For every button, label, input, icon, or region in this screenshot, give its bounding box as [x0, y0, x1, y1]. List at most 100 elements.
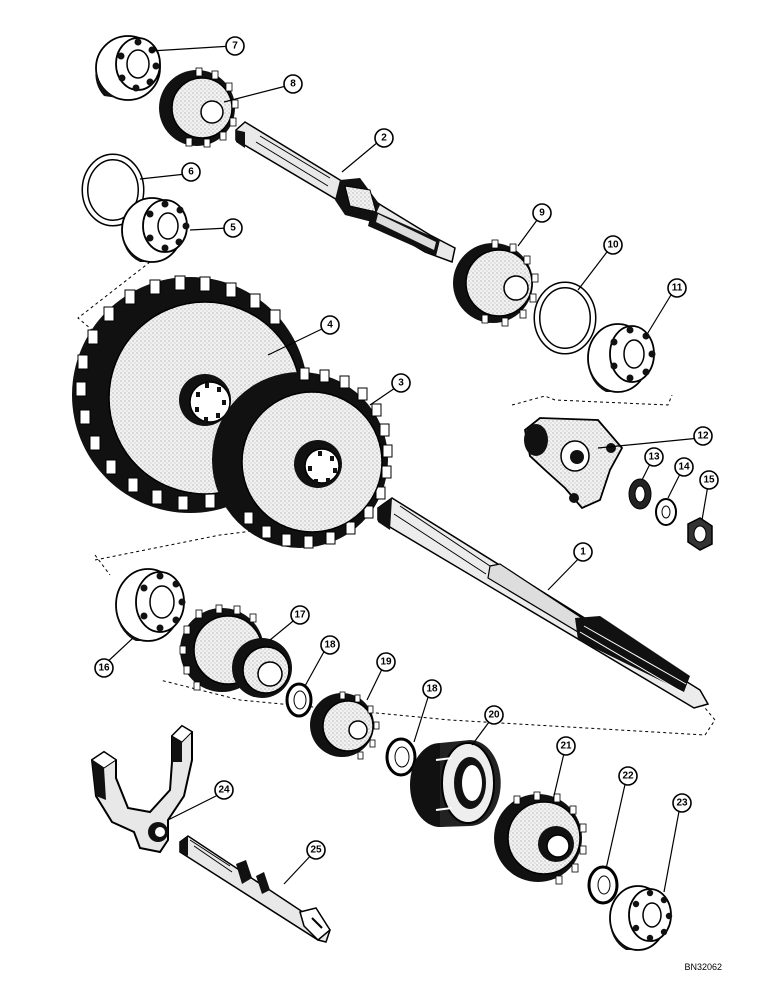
- callout-circle: [556, 736, 576, 756]
- callout-number: 15: [703, 475, 715, 486]
- callout-circle: [573, 542, 593, 562]
- drawing-code: BN32062: [684, 962, 722, 972]
- callout-5: 5: [223, 218, 243, 238]
- callout-circle: [618, 766, 638, 786]
- callout-8: 8: [283, 74, 303, 94]
- callout-13: 13: [644, 447, 664, 467]
- washer-part-22: [587, 865, 619, 905]
- callout-number: 23: [676, 798, 688, 809]
- shift-rail-part-25: [179, 835, 331, 943]
- callout-22: 22: [618, 766, 638, 786]
- callout-number: 13: [648, 452, 660, 463]
- shaft-part-1: [377, 497, 710, 709]
- callout-number: 7: [232, 41, 238, 52]
- callout-23: 23: [672, 793, 692, 813]
- callout-number: 9: [539, 208, 545, 219]
- callout-circle: [290, 605, 310, 625]
- callout-18: 18: [422, 679, 442, 699]
- bearing-part-23: [609, 885, 673, 951]
- callout-circle: [674, 457, 694, 477]
- bearing-part-16: [115, 568, 186, 642]
- shaft-part-2: [235, 121, 456, 264]
- callout-11: 11: [667, 278, 687, 298]
- thrust-washer-part-18a: [285, 682, 313, 718]
- callout-number: 2: [381, 133, 387, 144]
- callout-number: 11: [672, 283, 683, 294]
- callout-circle: [699, 470, 719, 490]
- lock-washer-part-13: [628, 478, 652, 510]
- callout-circle: [320, 315, 340, 335]
- callout-circle: [320, 635, 340, 655]
- callout-labels: 1234567891011121314151617181918202122232…: [94, 36, 719, 860]
- gear-part-3: [212, 367, 393, 549]
- callout-number: 5: [230, 223, 236, 234]
- gear-part-17: [179, 604, 292, 698]
- callout-3: 3: [391, 373, 411, 393]
- callout-1: 1: [573, 542, 593, 562]
- callout-circle: [391, 373, 411, 393]
- callout-number: 24: [218, 785, 230, 796]
- snap-ring-part-6: [81, 153, 145, 227]
- callout-circle: [376, 652, 396, 672]
- gear-part-8: [159, 67, 239, 148]
- callout-14: 14: [674, 457, 694, 477]
- callout-number: 25: [310, 845, 322, 856]
- callout-20: 20: [484, 705, 504, 725]
- callout-number: 16: [98, 663, 110, 674]
- yoke-part-12: [524, 417, 624, 510]
- callout-circle: [94, 658, 114, 678]
- callout-17: 17: [290, 605, 310, 625]
- gear-part-21: [494, 791, 587, 885]
- callout-7: 7: [225, 36, 245, 56]
- callout-number: 18: [426, 684, 438, 695]
- callout-number: 4: [327, 320, 333, 331]
- callout-circle: [532, 203, 552, 223]
- callout-10: 10: [603, 235, 623, 255]
- callout-4: 4: [320, 315, 340, 335]
- callout-circle: [283, 74, 303, 94]
- callout-number: 3: [398, 378, 404, 389]
- callout-16: 16: [94, 658, 114, 678]
- callout-circle: [693, 426, 713, 446]
- callout-number: 19: [380, 657, 392, 668]
- callout-24: 24: [214, 780, 234, 800]
- callout-circle: [672, 793, 692, 813]
- callout-number: 1: [580, 547, 586, 558]
- flat-washer-part-14: [655, 498, 677, 526]
- callout-number: 21: [560, 741, 572, 752]
- callout-15: 15: [699, 470, 719, 490]
- spacer-ring-part-10: [533, 281, 597, 355]
- gear-part-9: [453, 239, 539, 327]
- nut-part-15: [687, 517, 713, 551]
- gear-part-19: [310, 691, 380, 760]
- callout-number: 6: [188, 167, 194, 178]
- callout-number: 12: [697, 431, 709, 442]
- callout-circle: [225, 36, 245, 56]
- bearing-part-7: [95, 35, 161, 101]
- collar-part-20: [410, 740, 501, 827]
- callout-9: 9: [532, 203, 552, 223]
- callout-circle: [374, 128, 394, 148]
- callout-6: 6: [181, 162, 201, 182]
- thrust-washer-part-18b: [385, 737, 417, 777]
- bearing-part-11: [587, 323, 656, 393]
- callout-circle: [223, 218, 243, 238]
- callout-2: 2: [374, 128, 394, 148]
- callout-12: 12: [693, 426, 713, 446]
- callout-number: 10: [607, 240, 619, 251]
- callout-circle: [644, 447, 664, 467]
- callout-number: 8: [290, 79, 296, 90]
- callout-18: 18: [320, 635, 340, 655]
- callout-25: 25: [306, 840, 326, 860]
- callout-circle: [214, 780, 234, 800]
- callout-19: 19: [376, 652, 396, 672]
- callout-number: 22: [622, 771, 634, 782]
- callout-number: 18: [324, 640, 336, 651]
- callout-circle: [667, 278, 687, 298]
- bearing-part-5: [121, 197, 190, 263]
- shift-fork-part-24: [90, 724, 193, 854]
- callout-circle: [484, 705, 504, 725]
- callout-number: 14: [678, 462, 690, 473]
- callout-circle: [181, 162, 201, 182]
